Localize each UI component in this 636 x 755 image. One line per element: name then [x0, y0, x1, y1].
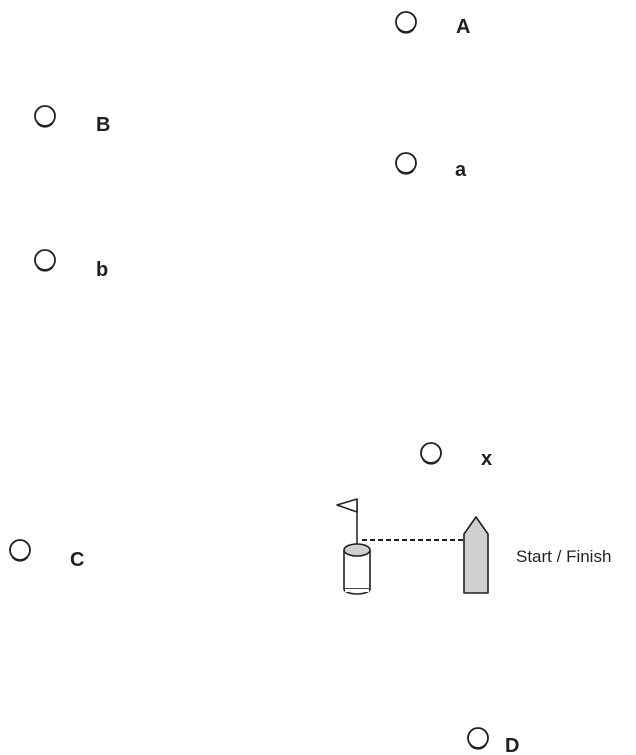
buoy-A-icon [395, 11, 417, 33]
mark-D-label: D [505, 735, 519, 755]
mark-x-label: x [481, 448, 492, 470]
mark-C: C [9, 539, 84, 571]
mark-b: b [34, 249, 108, 281]
mark-B-label: B [96, 114, 110, 136]
buoy-b-icon [34, 249, 56, 271]
buoy-C-icon [9, 539, 31, 561]
mark-D: D [467, 727, 519, 755]
mark-a-label: a [455, 159, 467, 181]
flag-icon [336, 498, 358, 545]
mark-B: B [34, 105, 110, 136]
committee-boat-icon [463, 516, 489, 594]
buoy-a-icon [395, 152, 417, 174]
mark-a: a [395, 152, 467, 181]
buoy-B-icon [34, 105, 56, 127]
start-finish-label: Start / Finish [516, 547, 611, 566]
start-finish-area: Start / Finish [336, 498, 611, 595]
pin-buoy-icon [343, 543, 371, 595]
buoy-D-icon [467, 727, 489, 749]
mark-x: x [420, 442, 492, 470]
mark-C-label: C [70, 549, 84, 571]
mark-b-label: b [96, 259, 108, 281]
mark-A-label: A [456, 16, 470, 38]
buoy-x-icon [420, 442, 442, 464]
mark-A: A [395, 11, 470, 38]
